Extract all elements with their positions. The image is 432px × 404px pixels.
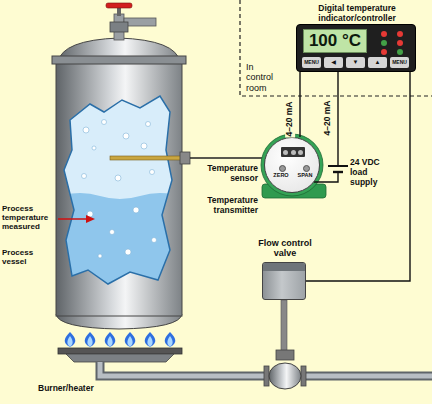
bubble bbox=[110, 230, 115, 235]
trim-screw bbox=[279, 165, 286, 172]
button-label: MENU bbox=[302, 57, 321, 68]
sensor-probe bbox=[110, 156, 182, 160]
water bbox=[60, 193, 180, 290]
boundary-dashed-line bbox=[240, 0, 432, 96]
fuel-pipe bbox=[302, 372, 432, 381]
terminal-screw bbox=[291, 150, 296, 155]
device-title: Digital temperature indicator/controller bbox=[291, 4, 423, 24]
bubble bbox=[115, 175, 121, 181]
bubble bbox=[152, 238, 157, 243]
button-label: MENU bbox=[390, 57, 409, 68]
bubble bbox=[141, 143, 147, 149]
part-label: Process temperature measured bbox=[2, 204, 54, 232]
terminal-screw bbox=[298, 150, 303, 155]
led bbox=[381, 31, 387, 37]
flame bbox=[65, 332, 76, 347]
pointer-arrowhead bbox=[86, 215, 95, 223]
valve-stem bbox=[117, 7, 121, 16]
battery-plate-short bbox=[333, 171, 343, 173]
flame-core bbox=[147, 336, 152, 347]
bubble bbox=[82, 174, 87, 179]
led bbox=[381, 40, 387, 46]
vessel-pipe bbox=[124, 18, 156, 26]
supply-label: 24 VDC load supply bbox=[350, 158, 396, 187]
flame-core bbox=[127, 336, 132, 347]
flame bbox=[105, 332, 116, 347]
bubble bbox=[125, 249, 131, 255]
bubble bbox=[83, 127, 89, 133]
supply-wire bbox=[337, 72, 338, 166]
button-label: ▼ bbox=[346, 57, 365, 68]
trim-screw bbox=[303, 165, 310, 172]
sensor-fitting bbox=[180, 152, 190, 164]
bubble bbox=[150, 170, 155, 175]
flame-core bbox=[87, 336, 92, 347]
part-label: Temperature sensor bbox=[188, 164, 258, 184]
flame-core bbox=[67, 336, 72, 347]
button-label: ▲ bbox=[368, 57, 387, 68]
adjust-label: ZERO bbox=[270, 172, 292, 178]
hand-wheel bbox=[106, 3, 132, 8]
led bbox=[397, 31, 403, 37]
flame bbox=[85, 332, 96, 347]
transmitter-circle: ZEROSPAN bbox=[264, 137, 320, 193]
vessel-body bbox=[56, 62, 182, 316]
burner-plate bbox=[58, 348, 182, 354]
bubbles bbox=[82, 120, 157, 259]
pointer-arrow bbox=[58, 218, 88, 220]
bubble bbox=[92, 146, 96, 150]
bubble bbox=[123, 133, 129, 139]
signal-label: 4–20 mA bbox=[285, 100, 295, 137]
display-reading: 100 °C bbox=[303, 29, 367, 53]
valve-body bbox=[110, 22, 128, 32]
part-label: Burner/heater bbox=[38, 384, 118, 394]
valve-flange bbox=[301, 366, 306, 386]
bubble bbox=[102, 120, 107, 125]
burner-body bbox=[66, 354, 174, 362]
led bbox=[397, 49, 403, 55]
signal-wire bbox=[299, 72, 300, 137]
water-body bbox=[60, 193, 180, 290]
fuel-pipe-highlight bbox=[100, 362, 268, 376]
part-label: Temperature transmitter bbox=[182, 196, 258, 216]
actuator-top bbox=[263, 263, 305, 271]
vessel-flange bbox=[52, 56, 186, 64]
valve-globe bbox=[269, 363, 301, 389]
bubble bbox=[98, 254, 102, 258]
battery-plate-long bbox=[328, 165, 348, 167]
burner-flames bbox=[65, 332, 176, 347]
button-label: ◀ bbox=[324, 57, 343, 68]
flame-core bbox=[107, 336, 112, 347]
valve-flange bbox=[264, 366, 269, 386]
bubble bbox=[133, 207, 139, 213]
part-label: Process vessel bbox=[2, 248, 54, 266]
flame bbox=[165, 332, 176, 347]
part-label: Flow control valve bbox=[250, 238, 320, 259]
flame bbox=[125, 332, 136, 347]
signal-label: 4–20 mA bbox=[323, 101, 333, 136]
fuel-pipe bbox=[100, 362, 268, 376]
fuel-pipe-highlight bbox=[302, 374, 432, 379]
bubble bbox=[146, 122, 151, 127]
valve-stem bbox=[281, 300, 287, 352]
transmitter-rim bbox=[261, 134, 323, 196]
cutaway-edge bbox=[64, 96, 172, 284]
adjust-label: SPAN bbox=[294, 172, 316, 178]
area-label: In control room bbox=[246, 62, 282, 93]
led bbox=[397, 40, 403, 46]
flame bbox=[145, 332, 156, 347]
flame-core bbox=[167, 336, 172, 347]
sensor-cable bbox=[190, 157, 265, 159]
led bbox=[381, 49, 387, 55]
valve-bonnet bbox=[276, 350, 294, 360]
signal-wire bbox=[306, 72, 410, 281]
terminal-screw bbox=[283, 150, 288, 155]
valve-actuator: Flow control valve bbox=[262, 262, 306, 300]
